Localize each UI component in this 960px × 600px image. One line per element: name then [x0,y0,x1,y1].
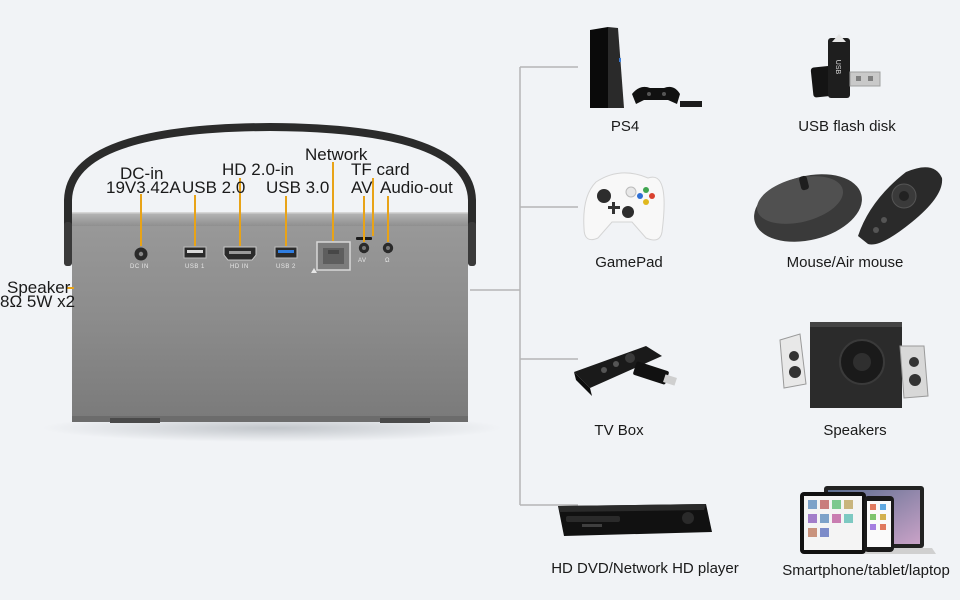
mouse-air-mouse-image [754,167,943,245]
projector-body [72,212,468,422]
projector [42,122,502,442]
caption-gamepad: GamePad [595,254,663,271]
dvd-player-image [558,504,712,536]
usb-3-port[interactable] [274,246,298,259]
network-label: Network [305,145,368,164]
usb-3-label: USB 3.0 [266,178,330,197]
av-label: AV [351,178,373,197]
audio-out-label: Audio-out [380,178,453,197]
dc-in-spec-label: 19V3.42A [106,178,181,197]
caption-mouse-air-mouse: Mouse/Air mouse [786,254,904,271]
caption-usb-flash-disk: USB flash disk [798,118,896,135]
port-leader-lines [66,162,389,289]
ps4-image [590,27,702,108]
carry-handle [64,122,476,266]
panel-audio-print: Ω [385,258,390,264]
tf-card-label: TF card [351,160,410,179]
speakers-image [779,322,929,408]
panel-usb1-print: USB 1 [185,264,205,270]
caption-speakers: Speakers [823,422,887,439]
av-port[interactable] [358,242,370,254]
dc-in-label: DC-in [120,164,164,183]
hd-in-label: HD 2.0-in [222,160,294,179]
dc-in-port[interactable] [134,247,148,261]
smartphone-tablet-laptop-image [800,486,936,554]
usb-flash-disk-image: USB [810,34,881,98]
usb-2-label: USB 2.0 [182,178,246,197]
network-icon [311,268,317,273]
panel-dc-print: DC IN [130,264,149,270]
tv-box-image [574,346,677,396]
panel-usb2-print: USB 2 [276,264,296,270]
usb-stick-text: USB [834,60,841,75]
network-port[interactable] [311,241,351,273]
gamepad-image [583,172,665,241]
speaker-label: Speaker [7,278,71,297]
panel-hd-print: HD IN [230,264,249,270]
usb-2-port[interactable] [183,246,207,259]
caption-tv-box: TV Box [594,422,644,439]
caption-hd-dvd-player: HD DVD/Network HD player [551,560,739,577]
caption-smartphone-tablet-laptop: Smartphone/tablet/laptop [782,562,950,579]
audio-out-port[interactable] [382,242,394,254]
panel-av-print: AV [358,258,367,264]
caption-ps4: PS4 [610,118,640,135]
connection-bracket [470,66,578,506]
hd-in-port[interactable] [223,246,257,261]
speaker-spec-label: 8Ω 5W x2 [0,292,76,311]
